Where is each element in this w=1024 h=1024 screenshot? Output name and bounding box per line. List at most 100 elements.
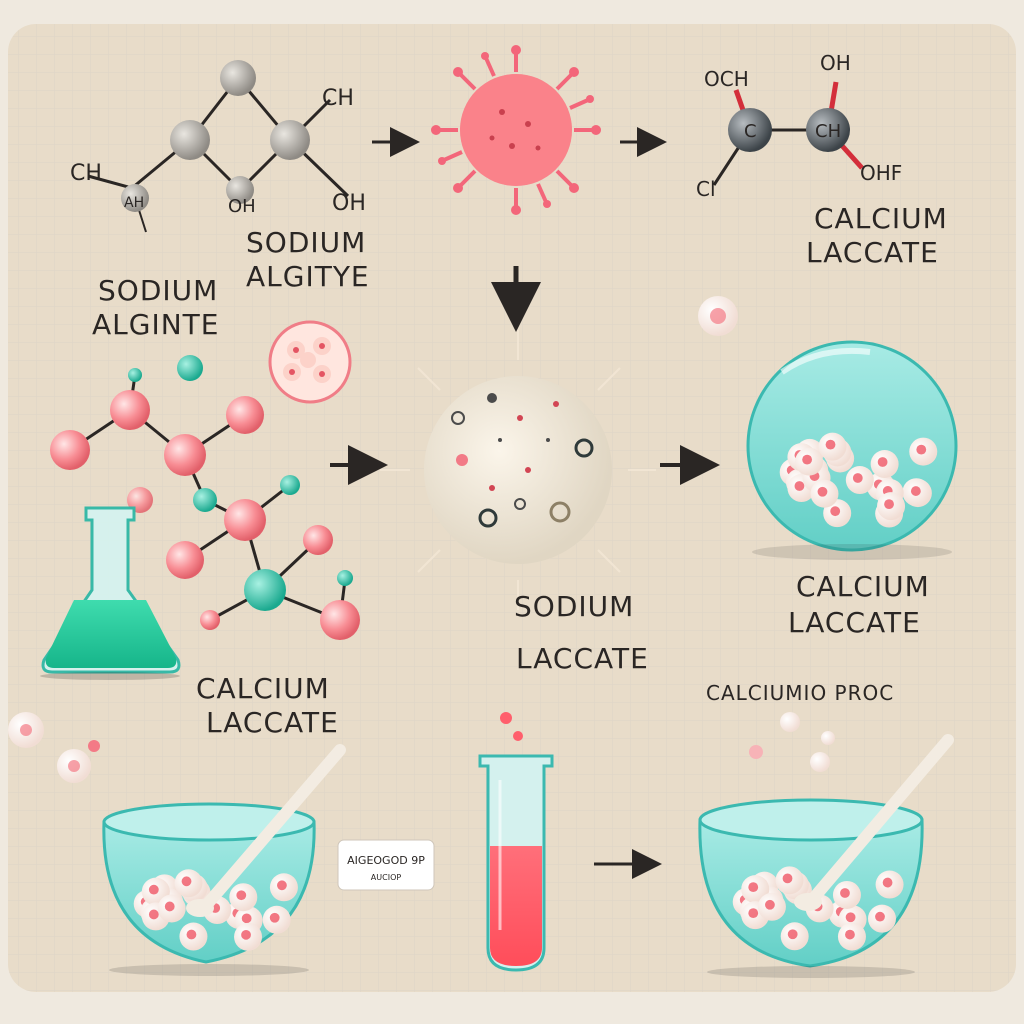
- bead-center: [269, 912, 280, 923]
- bead-center: [875, 911, 885, 922]
- label-line: CALCIUM: [796, 570, 930, 603]
- bead-bowl-left: [102, 744, 346, 976]
- calcium-lactate-molecule: C CH OCH OH OHF Cl: [696, 51, 902, 201]
- label-line: LACCATE: [788, 606, 921, 639]
- atom-sphere: [220, 60, 256, 96]
- label-line: SODIUM: [98, 274, 218, 307]
- atom-label: CH: [815, 121, 841, 142]
- atom-label: C: [744, 121, 757, 142]
- sodium-alginate-molecule: CH CH OH OH AH: [70, 60, 366, 233]
- label-calcium-laccate-top: CALCIUM LACCATE: [806, 202, 958, 269]
- atom-sphere: [177, 355, 203, 381]
- bead: [749, 745, 763, 759]
- atom-sphere: [170, 120, 210, 160]
- bead: [821, 731, 835, 745]
- bead: [68, 760, 80, 772]
- bead-center: [845, 912, 856, 923]
- bead-center: [794, 481, 805, 491]
- atom-label: Cl: [696, 177, 716, 201]
- atom-label: CH: [70, 161, 102, 186]
- bead-center: [825, 439, 836, 450]
- atom-sphere: [164, 434, 206, 476]
- label-line: CALCIUM: [814, 202, 948, 235]
- atom-sphere: [121, 184, 149, 212]
- bead-center: [882, 877, 893, 888]
- label-line: LACCATE: [806, 236, 939, 269]
- label-line: ALGINTE: [92, 308, 219, 341]
- bead-center: [845, 929, 855, 940]
- bead: [20, 724, 32, 736]
- atom-label: OHF: [860, 161, 902, 185]
- bead: [88, 740, 100, 752]
- label-calciumio-proc: CALCIUMIO PROC: [706, 681, 894, 705]
- bead-center: [852, 473, 863, 483]
- label-sodium-laccate-center: SODIUM LACCATE: [514, 590, 649, 675]
- bead: [810, 752, 830, 772]
- atom-sphere: [200, 610, 220, 630]
- atom-sphere: [320, 600, 360, 640]
- atom-sphere: [226, 396, 264, 434]
- atom-sphere: [303, 525, 333, 555]
- bead-center: [277, 880, 287, 891]
- atom-sphere: [50, 430, 90, 470]
- droplet: [500, 712, 512, 724]
- atom-sphere: [728, 108, 772, 152]
- bead-center: [748, 882, 759, 893]
- label-line: ALGITYE: [246, 260, 370, 293]
- atom-label: AH: [124, 195, 144, 211]
- bead-center: [802, 454, 813, 465]
- tag-line-2: AUCIOP: [371, 873, 402, 882]
- ingredient-tag: AIGEOGOD 9P AUCIOP: [337, 839, 435, 891]
- spoon-icon: [198, 744, 346, 914]
- atom-label: OH: [820, 51, 851, 75]
- molecule-network-atoms: [50, 355, 360, 640]
- bead-center: [877, 457, 888, 467]
- label-calcium-laccate-right: CALCIUM LACCATE: [788, 570, 940, 639]
- bead: [710, 308, 726, 324]
- atom-label: OH: [332, 191, 366, 216]
- spoon-icon: [806, 734, 954, 906]
- atom-sphere: [193, 488, 217, 512]
- bead-bowl-right: [698, 734, 954, 978]
- bead-bowl-round: [746, 340, 958, 560]
- atom-label: OH: [228, 196, 256, 217]
- bead-center: [181, 876, 192, 887]
- label-sodium-algitye: SODIUM ALGITYE: [246, 226, 376, 293]
- atom-sphere: [244, 569, 286, 611]
- pathogen-particle-icon: [431, 45, 601, 215]
- label-line: LACCATE: [516, 642, 649, 675]
- droplet: [513, 731, 523, 741]
- label-line: CALCIUM: [196, 672, 330, 705]
- bead-center: [782, 873, 793, 884]
- bead-center: [910, 486, 921, 496]
- bead-center: [748, 908, 759, 919]
- label-sodium-alginte-left: SODIUM ALGINTE: [92, 274, 228, 341]
- label-calcium-laccate-left: CALCIUM LACCATE: [196, 672, 340, 739]
- atom-sphere: [806, 108, 850, 152]
- bead-center: [830, 506, 841, 517]
- test-tube-icon: [478, 754, 554, 972]
- label-line: SODIUM: [514, 590, 634, 623]
- bead-center: [148, 884, 159, 895]
- bead-center: [236, 890, 247, 901]
- atom-sphere: [280, 475, 300, 495]
- bead-center: [241, 929, 251, 940]
- atom-sphere: [337, 570, 353, 586]
- bead-center: [884, 499, 894, 510]
- tag-line-1: AIGEOGOD 9P: [347, 854, 425, 867]
- bead: [780, 712, 800, 732]
- flask-icon: [40, 506, 181, 680]
- atom-sphere: [226, 176, 254, 204]
- label-line: LACCATE: [206, 706, 339, 739]
- bead-center: [148, 909, 159, 920]
- bead-center: [164, 901, 175, 912]
- bead-center: [840, 888, 850, 898]
- atom-sphere: [166, 541, 204, 579]
- label-line: SODIUM: [246, 226, 366, 259]
- bead-center: [241, 913, 252, 924]
- bead-center: [787, 929, 798, 940]
- atom-label: OCH: [704, 67, 749, 91]
- bead-center: [765, 899, 775, 910]
- alginate-bead-sphere: [380, 330, 656, 610]
